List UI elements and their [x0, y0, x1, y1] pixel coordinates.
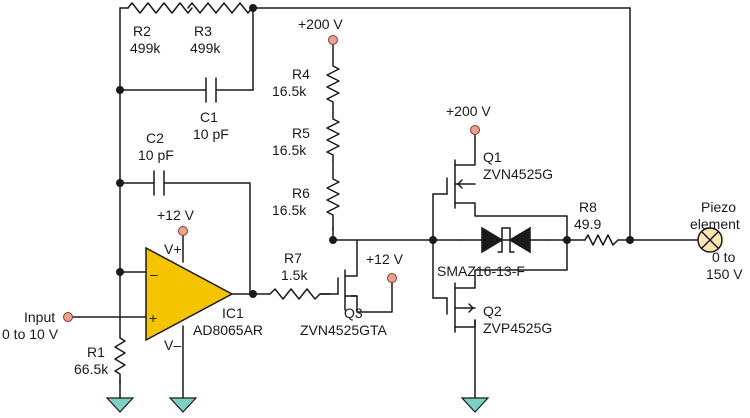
c2-value: 10 pF — [138, 147, 174, 163]
r2-name: R2 — [133, 23, 151, 39]
c2-name: C2 — [146, 130, 164, 146]
opamp-ic1 — [145, 246, 234, 342]
resistor-r4 — [326, 61, 340, 108]
output-label-line1: Piezo — [701, 199, 736, 215]
q3-supply-terminal — [387, 273, 397, 283]
junction-dots — [116, 4, 634, 298]
ic1-name: IC1 — [222, 305, 244, 321]
resistor-r7 — [269, 288, 331, 300]
ic1-part: AD8065AR — [193, 322, 263, 338]
opamp-plus-label: + — [149, 310, 157, 326]
r6-value: 16.5k — [272, 202, 307, 218]
opamp-vplus-label: V+ — [164, 241, 182, 257]
opamp-supply-terminal — [178, 226, 188, 236]
ground-symbol — [168, 397, 198, 413]
r7-name: R7 — [284, 250, 302, 266]
output-label-line4: 150 V — [706, 266, 743, 282]
input-label: Input — [24, 309, 55, 325]
zener-diode-left — [481, 226, 511, 254]
q3-name: Q3 — [344, 305, 363, 321]
capacitor-c1 — [205, 77, 217, 103]
q3-supply-label: +12 V — [366, 251, 404, 267]
transistor-q3 — [337, 265, 358, 311]
diodes-part: SMAZ16-13-F — [437, 263, 525, 279]
r4-name: R4 — [292, 66, 310, 82]
output-label-line2: element — [690, 216, 740, 232]
transistor-q2 — [446, 282, 476, 333]
zener-diode-right — [505, 226, 531, 254]
input-terminal — [63, 312, 73, 322]
r5-value: 16.5k — [272, 142, 307, 158]
r1-value: 66.5k — [74, 361, 109, 377]
ground-symbol — [460, 397, 490, 413]
q1-part: ZVN4525G — [483, 166, 553, 182]
r3-value: 499k — [190, 40, 221, 56]
resistor-r8 — [584, 234, 619, 246]
opamp-vminus-label: V– — [164, 337, 181, 353]
output-label-line3: 0 to — [712, 249, 736, 265]
resistor-r2 — [127, 2, 193, 14]
q1-name: Q1 — [483, 149, 502, 165]
hv-supply-label: +200 V — [298, 16, 343, 32]
q2-name: Q2 — [483, 303, 502, 319]
hv-supply-terminal — [328, 35, 338, 45]
resistor-r5 — [326, 106, 340, 162]
capacitor-c2 — [153, 170, 165, 196]
opamp-minus-label: – — [150, 266, 158, 282]
piezo-element-symbol — [697, 227, 723, 253]
c1-name: C1 — [200, 109, 218, 125]
q3-part: ZVN4525GTA — [300, 322, 388, 338]
resistor-r6 — [326, 160, 340, 231]
c1-value: 10 pF — [193, 126, 229, 142]
ground-symbol — [105, 397, 135, 413]
q1-supply-label: +200 V — [446, 103, 491, 119]
r4-value: 16.5k — [272, 83, 307, 99]
opamp-supply-label: +12 V — [157, 207, 195, 223]
r3-name: R3 — [194, 23, 212, 39]
r8-name: R8 — [579, 199, 597, 215]
r1-name: R1 — [87, 344, 105, 360]
q1-supply-terminal — [470, 125, 480, 135]
resistor-r1 — [114, 332, 126, 384]
transistor-q1 — [446, 159, 476, 209]
q2-part: ZVP4525G — [483, 320, 552, 336]
r8-value: 49.9 — [574, 216, 601, 232]
r5-name: R5 — [292, 125, 310, 141]
r7-value: 1.5k — [281, 267, 308, 283]
input-range: 0 to 10 V — [2, 326, 59, 342]
r6-name: R6 — [292, 185, 310, 201]
resistor-r3 — [187, 2, 258, 14]
r2-value: 499k — [130, 40, 161, 56]
